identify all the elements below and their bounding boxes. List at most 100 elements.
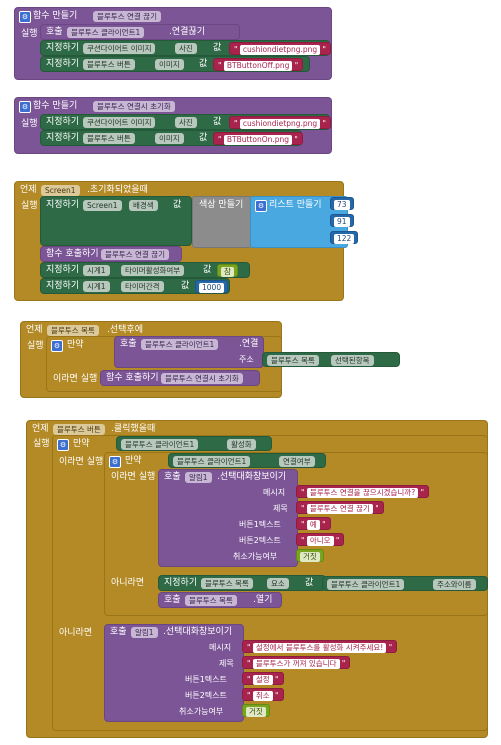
text-value[interactable]: 아니오 — [306, 536, 334, 546]
number-block[interactable]: 1000 — [195, 280, 229, 293]
bt-connected-getter[interactable]: 블루투스 클라이언트1 연결여부 — [168, 453, 326, 468]
boolean-block[interactable]: 참 — [217, 264, 238, 277]
component-dropdown[interactable]: 블루투스 목록 — [185, 595, 237, 606]
list-selection-getter[interactable]: 블루투스 목록 선택된항목 — [262, 352, 400, 367]
set-image-block[interactable]: 지정하기 블루투스 버튼 이미지 값 " BTButtonOff.png " — [40, 56, 310, 72]
component-dropdown[interactable]: Screen1 — [41, 185, 80, 196]
set-list-elements-block[interactable]: 지정하기 블루투스 목록 요소 값 — [158, 575, 326, 591]
number-value[interactable]: 122 — [334, 234, 355, 244]
mutator-gear-icon[interactable]: ⚙ — [51, 340, 63, 352]
property-dropdown[interactable]: 배경색 — [129, 200, 158, 211]
component-dropdown[interactable]: 블루투스 버튼 — [83, 133, 135, 144]
text-value[interactable]: BTButtonOn.png — [223, 135, 293, 145]
text-value[interactable]: 설정에서 블루투스를 활성화 시켜주세요! — [252, 643, 387, 653]
boolean-value[interactable]: 거짓 — [300, 552, 320, 562]
button1-text-block[interactable]: " 설정 " — [242, 672, 284, 685]
number-value[interactable]: 1000 — [199, 283, 225, 293]
proc-dropdown[interactable]: 블루투스 연결시 초기화 — [161, 373, 243, 384]
call-disconnect-block[interactable]: 호출 블루투스 클라이언트1 .연결끊기 — [40, 24, 240, 40]
proc-dropdown[interactable]: 블루투스 연결 끊기 — [101, 249, 169, 260]
text-value[interactable]: 블루투스가 꺼져 있습니다 — [252, 659, 340, 669]
property-dropdown[interactable]: 이미지 — [155, 59, 184, 70]
title-text-block[interactable]: " 블루투스 연결 끊기 " — [296, 501, 384, 514]
message-text-block[interactable]: " 설정에서 블루투스를 활성화 시켜주세요! " — [242, 640, 398, 653]
button1-text-block[interactable]: " 예 " — [296, 517, 331, 530]
proc-name-field[interactable]: 블루투스 연결 끊기 — [93, 11, 161, 22]
cancelable-boolean-block[interactable]: 거짓 — [296, 549, 324, 562]
mutator-gear-icon[interactable]: ⚙ — [19, 101, 31, 113]
component-dropdown[interactable]: 블루투스 버튼 — [53, 424, 105, 435]
mutator-gear-icon[interactable]: ⚙ — [57, 439, 69, 451]
component-dropdown[interactable]: 블루투스 목록 — [47, 325, 99, 336]
component-dropdown[interactable]: 블루투스 버튼 — [83, 59, 135, 70]
component-dropdown[interactable]: 시계1 — [83, 281, 110, 292]
component-dropdown[interactable]: 블루투스 클라이언트1 — [121, 439, 199, 450]
notifier-dropdown[interactable]: 알림1 — [185, 472, 212, 483]
button2-text-block[interactable]: " 취소 " — [242, 688, 284, 701]
number-block-red[interactable]: 73 — [330, 197, 354, 210]
component-dropdown[interactable]: 쿠션다이어트 이미지 — [83, 43, 156, 54]
component-dropdown[interactable]: 시계1 — [83, 265, 110, 276]
property-dropdown[interactable]: 연결여부 — [279, 456, 315, 467]
call-list-open-block[interactable]: 호출 블루투스 목록 .열기 — [158, 592, 282, 608]
component-dropdown[interactable]: 블루투스 목록 — [267, 355, 319, 366]
button2-text-block[interactable]: " 아니오 " — [296, 533, 345, 546]
proc-name-field[interactable]: 블루투스 연결시 초기화 — [93, 101, 175, 112]
text-value[interactable]: 블루투스 연결을 끊으시겠습니까? — [306, 488, 419, 498]
mutator-gear-icon[interactable]: ⚙ — [255, 200, 267, 212]
property-dropdown[interactable]: 선택된항목 — [331, 355, 374, 366]
text-value[interactable]: cushiondietpng.png — [239, 119, 321, 129]
number-block-blue[interactable]: 122 — [330, 231, 359, 244]
title-text-block[interactable]: " 블루투스가 꺼져 있습니다 " — [242, 656, 351, 669]
property-dropdown[interactable]: 사진 — [175, 43, 197, 54]
component-dropdown[interactable]: Screen1 — [83, 200, 122, 211]
set-photo-block[interactable]: 지정하기 쿠션다이어트 이미지 사진 값 " cushiondietpng.pn… — [40, 40, 331, 56]
property-dropdown[interactable]: 활성화 — [227, 439, 256, 450]
number-block-green[interactable]: 91 — [330, 214, 354, 227]
set-bgcolor-block[interactable]: 지정하기 Screen1 배경색 값 — [40, 196, 192, 246]
set-photo-block[interactable]: 지정하기 쿠션다이어트 이미지 사진 값 " cushiondietpng.pn… — [40, 114, 331, 130]
mutator-gear-icon[interactable]: ⚙ — [19, 11, 31, 23]
text-value[interactable]: BTButtonOff.png — [223, 61, 293, 71]
text-block[interactable]: " BTButtonOn.png " — [213, 132, 303, 145]
property-dropdown[interactable]: 요소 — [267, 578, 289, 589]
component-dropdown[interactable]: 블루투스 클라이언트1 — [173, 456, 251, 467]
text-block[interactable]: " cushiondietpng.png " — [229, 42, 331, 55]
call-proc-connect-init[interactable]: 함수 호출하기 블루투스 연결시 초기화 — [100, 370, 260, 386]
make-color-block[interactable]: 색상 만들기 — [192, 196, 252, 248]
component-dropdown[interactable]: 블루투스 클라이언트1 — [327, 579, 405, 590]
text-value[interactable]: 취소 — [252, 691, 273, 701]
call-connect-block[interactable]: 호출 블루투스 클라이언트1 .연결 주소 — [114, 336, 264, 368]
text-value[interactable]: 설정 — [252, 675, 273, 685]
set-timer-interval-block[interactable]: 지정하기 시계1 타이머간격 값 1000 — [40, 278, 230, 294]
property-dropdown[interactable]: 이미지 — [155, 133, 184, 144]
boolean-value[interactable]: 거짓 — [246, 707, 266, 717]
text-value[interactable]: cushiondietpng.png — [239, 45, 321, 55]
notifier-dropdown[interactable]: 알림1 — [131, 627, 158, 638]
call-choose-dialog-1[interactable]: 호출 알림1 .선택대화창보이기 메시지 제목 버튼1텍스트 버튼2텍스트 취소… — [158, 469, 298, 567]
cancelable-boolean-block[interactable]: 거짓 — [242, 704, 270, 717]
call-choose-dialog-2[interactable]: 호출 알림1 .선택대화창보이기 메시지 제목 버튼1텍스트 버튼2텍스트 취소… — [104, 624, 244, 722]
component-dropdown[interactable]: 블루투스 클라이언트1 — [67, 27, 145, 38]
number-value[interactable]: 91 — [334, 217, 350, 227]
text-block[interactable]: " BTButtonOff.png " — [213, 58, 304, 71]
call-proc-disconnect[interactable]: 함수 호출하기 블루투스 연결 끊기 — [40, 246, 182, 262]
property-dropdown[interactable]: 타이머간격 — [121, 281, 164, 292]
message-text-block[interactable]: " 블루투스 연결을 끊으시겠습니까? " — [296, 485, 430, 498]
set-image-block[interactable]: 지정하기 블루투스 버튼 이미지 값 " BTButtonOn.png " — [40, 130, 303, 146]
property-dropdown[interactable]: 타이머활성화여부 — [121, 265, 185, 276]
bt-enabled-getter[interactable]: 블루투스 클라이언트1 활성화 — [116, 436, 272, 451]
address-and-names-getter[interactable]: 블루투스 클라이언트1 주소와이름 — [322, 576, 488, 591]
component-dropdown[interactable]: 블루투스 클라이언트1 — [141, 339, 219, 350]
mutator-gear-icon[interactable]: ⚙ — [109, 456, 121, 468]
text-block[interactable]: " cushiondietpng.png " — [229, 116, 331, 129]
component-dropdown[interactable]: 블루투스 목록 — [201, 578, 253, 589]
text-value[interactable]: 예 — [306, 520, 320, 530]
text-value[interactable]: 블루투스 연결 끊기 — [306, 504, 373, 514]
property-dropdown[interactable]: 주소와이름 — [433, 579, 476, 590]
component-dropdown[interactable]: 쿠션다이어트 이미지 — [83, 117, 156, 128]
property-dropdown[interactable]: 사진 — [175, 117, 197, 128]
number-value[interactable]: 73 — [334, 200, 350, 210]
set-timer-enabled-block[interactable]: 지정하기 시계1 타이머활성화여부 값 참 — [40, 262, 250, 278]
boolean-value[interactable]: 참 — [221, 267, 234, 277]
